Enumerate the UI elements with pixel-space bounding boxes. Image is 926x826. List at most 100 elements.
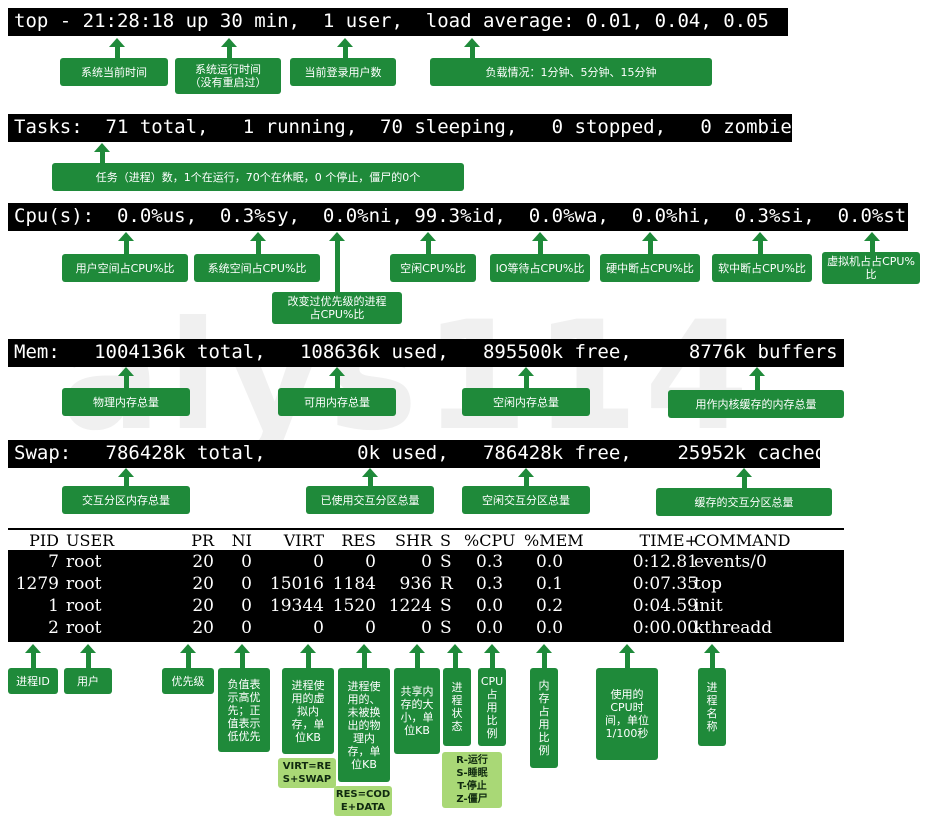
row-pr: 20 [192,618,214,638]
row-pid: 7 [48,552,59,572]
row-pid: 1279 [15,574,59,594]
col-ni: NI [231,531,252,550]
row-user: root [66,552,102,572]
row-mem: 0.2 [536,596,564,616]
label-cpu: CPU 占 用 比 例 [478,668,506,746]
label-command: 进 程 名 称 [698,668,726,746]
row-res: 0 [365,618,376,638]
label-cpu-wa: IO等待占CPU%比 [490,254,590,282]
row-virt: 0 [313,552,324,572]
col-command: COMMAND [694,531,791,550]
row-user: root [66,574,102,594]
row-res: 0 [365,552,376,572]
label-cpu-id: 空闲CPU%比 [390,254,476,282]
row-cpu: 0.0 [476,596,504,616]
col-pr: PR [191,531,214,550]
label-mem: 内 存 占 用 比 例 [530,668,558,768]
label-mem-total: 物理内存总量 [62,388,190,416]
swap-line: Swap: 786428k total, 0k used, 786428k fr… [8,440,820,468]
label-current-time: 系统当前时间 [60,58,168,86]
label-cpu-ni: 改变过优先级的进程 占CPU%比 [272,292,402,324]
label-mem-free: 空闲内存总量 [462,388,590,416]
row-time: 0:12.81 [632,552,698,572]
row-cpu: 0.3 [476,574,504,594]
table-row: 7 root 20 0 0 0 0 S 0.3 0.0 0:12.81 even… [8,551,844,573]
label-virt-formula: VIRT=RE S+SWAP [278,758,336,788]
row-pr: 20 [192,574,214,594]
label-res-formula: RES=COD E+DATA [334,786,392,816]
row-shr: 0 [421,552,432,572]
label-swap-free: 空闲交互分区总量 [462,486,590,514]
row-ni: 0 [241,574,252,594]
label-swap-used: 已使用交互分区总量 [306,486,434,514]
label-cpu-us: 用户空间占CPU%比 [62,254,188,282]
label-ni: 负值表 示高优 先；正 值表示 低优先 [218,668,270,752]
row-shr: 936 [399,574,432,594]
row-user: root [66,596,102,616]
row-time: 0:07.35 [632,574,698,594]
col-user: USER [66,531,115,550]
row-mem: 0.0 [536,618,564,638]
row-command: top [694,574,722,594]
label-cpu-hi: 硬中断占CPU%比 [600,254,700,282]
row-mem: 0.1 [536,574,564,594]
col-res: RES [341,531,376,550]
label-virt: 进程使 用的虚 拟内 存，单 位KB [282,668,334,754]
label-mem-buffers: 用作内核缓存的内存总量 [668,390,844,418]
row-s: S [440,552,452,572]
col-cpu: %CPU [464,531,516,550]
col-s: S [440,531,451,550]
row-shr: 1224 [388,596,432,616]
table-row: 1279 root 20 0 15016 1184 936 R 0.3 0.1 … [8,573,844,595]
row-time: 0:00.00 [632,618,698,638]
row-pr: 20 [192,552,214,572]
table-row: 2 root 20 0 0 0 0 S 0.0 0.0 0:00.00 kthr… [8,617,844,639]
row-command: kthreadd [694,618,773,638]
mem-line: Mem: 1004136k total, 108636k used, 89550… [8,339,844,367]
label-shr: 共享内 存的大 小，单 位KB [394,668,440,754]
label-cpu-sy: 系统空间占CPU%比 [194,254,320,282]
row-ni: 0 [241,596,252,616]
row-cpu: 0.3 [476,552,504,572]
label-mem-used: 可用内存总量 [278,388,396,416]
row-pid: 1 [48,596,59,616]
col-shr: SHR [395,531,432,550]
label-uptime: 系统运行时间 （没有重启过） [175,58,281,94]
label-pr: 优先级 [162,668,214,694]
row-virt: 0 [313,618,324,638]
top-summary-line: top - 21:28:18 up 30 min, 1 user, load a… [8,8,788,36]
process-table-header: PID USER PR NI VIRT RES SHR S %CPU %MEM … [8,528,844,552]
col-virt: VIRT [283,531,324,550]
label-user: 用户 [64,668,112,694]
label-res: 进程使 用的、 未被换 出的物 理内 存，单 位KB [338,668,390,782]
table-row: 1 root 20 0 19344 1520 1224 S 0.0 0.2 0:… [8,595,844,617]
label-cpu-si: 软中断占CPU%比 [712,254,812,282]
row-ni: 0 [241,552,252,572]
row-pr: 20 [192,596,214,616]
col-pid: PID [29,531,59,550]
row-command: events/0 [694,552,767,572]
label-swap-total: 交互分区内存总量 [62,486,190,514]
row-virt: 19344 [269,596,324,616]
row-time: 0:04.59 [632,596,698,616]
row-pid: 2 [48,618,59,638]
label-swap-cached: 缓存的交互分区总量 [656,488,832,516]
col-mem: %MEM [524,531,584,550]
label-tasks: 任务（进程）数，1个在运行，70个在休眠，0 个停止，僵尸的0个 [52,163,464,191]
row-s: R [440,574,453,594]
row-res: 1184 [332,574,376,594]
row-command: init [694,596,723,616]
row-virt: 15016 [269,574,324,594]
col-time: TIME+ [639,531,698,550]
row-user: root [66,618,102,638]
label-state: 进 程 状 态 [443,668,471,746]
watermark: alys114 [60,290,755,464]
label-user-count: 当前登录用户数 [290,58,396,86]
process-table-body: 7 root 20 0 0 0 0 S 0.3 0.0 0:12.81 even… [8,550,844,642]
row-mem: 0.0 [536,552,564,572]
tasks-line: Tasks: 71 total, 1 running, 70 sleeping,… [8,114,792,142]
row-s: S [440,596,452,616]
row-s: S [440,618,452,638]
row-shr: 0 [421,618,432,638]
label-state-codes: R-运行 S-睡眠 T-停止 Z-僵尸 [442,752,502,808]
